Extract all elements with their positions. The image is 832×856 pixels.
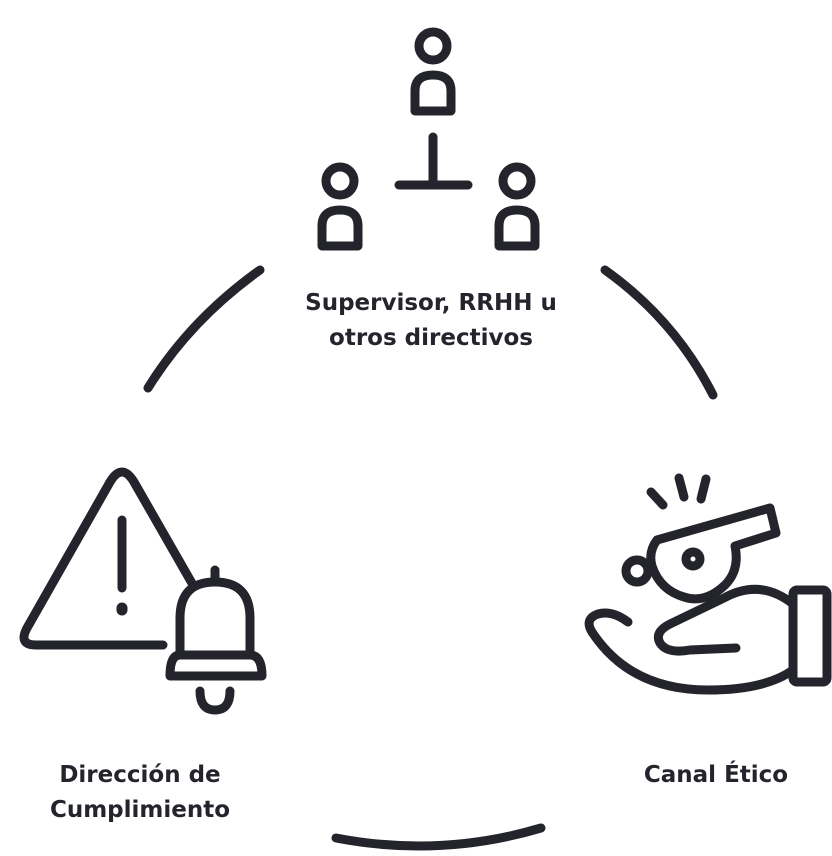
- label-canal-etico: Canal Ético: [606, 758, 826, 793]
- label-left-line2: Cumplimiento: [49, 797, 231, 823]
- arc-top-right: [600, 265, 718, 400]
- label-top-line1: Supervisor, RRHH u: [305, 290, 557, 316]
- arc-top-left: [143, 265, 265, 393]
- label-right-line1: Canal Ético: [643, 762, 789, 788]
- warning-bell-icon: [19, 467, 267, 715]
- arc-bottom: [331, 823, 546, 851]
- label-left-line1: Dirección de: [59, 762, 221, 788]
- whistle-hand-icon: [584, 473, 832, 695]
- label-top-line2: otros directivos: [329, 325, 533, 351]
- label-direccion-cumplimiento: Dirección de Cumplimiento: [20, 758, 260, 828]
- org-chart-icon: [317, 27, 540, 251]
- label-supervisor-rrhh: Supervisor, RRHH u otros directivos: [266, 286, 596, 356]
